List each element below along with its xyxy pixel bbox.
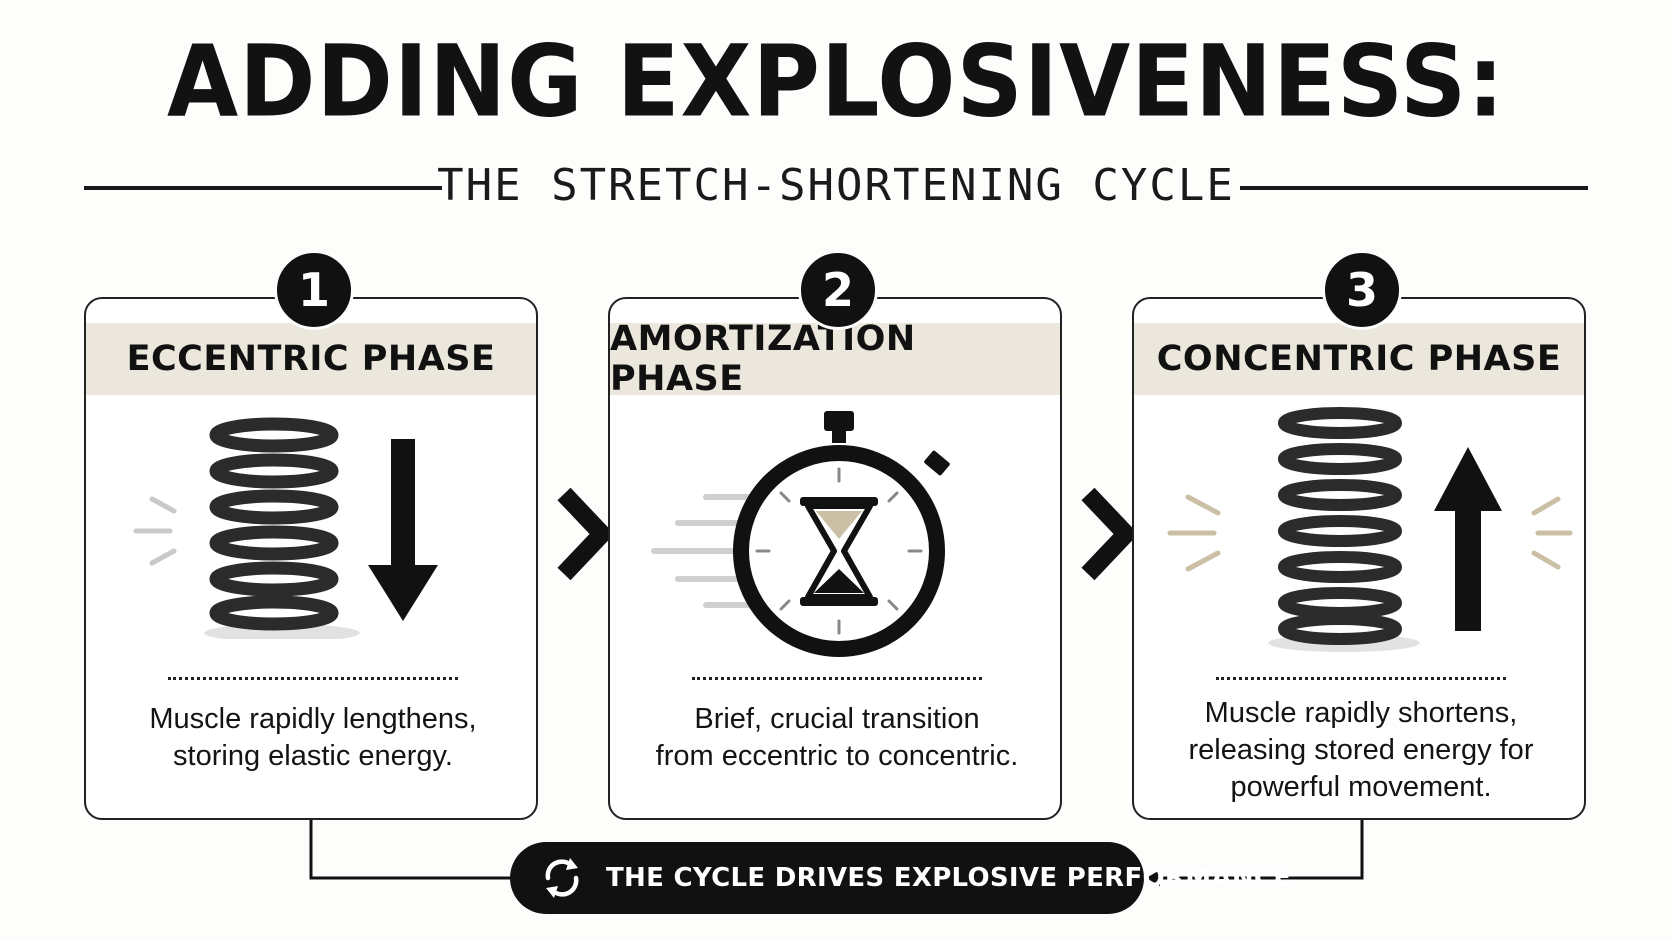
description-line: releasing stored energy for [1188, 734, 1534, 766]
cycle-summary-banner: THE CYCLE DRIVES EXPLOSIVE PERFORMANCE [510, 842, 1291, 914]
concentric-phase-card: CONCENTRIC PHASE Muscle rapidly [1132, 297, 1586, 820]
description-line: powerful movement. [1230, 771, 1492, 803]
eccentric-phase-card: ECCENTRIC PHASE Muscle rapidly lengthens… [84, 297, 538, 820]
description-line: Muscle rapidly shortens, [1204, 697, 1518, 729]
motion-lines-icon [133, 496, 177, 566]
releasing-spring-icon [1278, 407, 1402, 645]
concentric-phase-description: Muscle rapidly shortens, releasing store… [1154, 695, 1568, 806]
eccentric-phase-header: ECCENTRIC PHASE [86, 323, 536, 395]
subtitle-rule-left [84, 186, 442, 190]
amortization-phase-description: Brief, crucial transition from eccentric… [630, 701, 1044, 775]
phase-2-badge: 2 [798, 250, 878, 330]
concentric-phase-divider [1216, 677, 1506, 680]
phase-1-badge: 1 [274, 250, 354, 330]
chevron-right-icon [557, 487, 614, 581]
amortization-phase-title: AMORTIZATION PHASE [610, 319, 916, 399]
up-arrow-icon [1434, 447, 1502, 631]
page-subtitle: THE STRETCH-SHORTENING CYCLE [437, 160, 1235, 211]
compressing-spring-icon [209, 417, 339, 631]
subtitle-rule-right [1240, 186, 1588, 190]
stopwatch-hourglass-icon [733, 411, 950, 657]
amortization-phase-divider [692, 677, 982, 680]
cycle-arrows-icon [545, 858, 579, 898]
concentric-phase-header: CONCENTRIC PHASE [1134, 323, 1584, 395]
amortization-phase-illustration [651, 411, 950, 657]
concentric-phase-illustration [1167, 407, 1573, 652]
chevron-right-icon [1081, 487, 1138, 581]
phase-3-badge: 3 [1322, 250, 1402, 330]
down-arrow-icon [368, 439, 438, 621]
description-line: storing elastic energy. [173, 740, 453, 772]
description-line: Muscle rapidly lengthens, [149, 703, 477, 735]
page-title: ADDING EXPLOSIVENESS: [166, 23, 1506, 140]
eccentric-phase-illustration [133, 417, 438, 639]
concentric-phase-title: CONCENTRIC PHASE [1156, 339, 1562, 379]
energy-burst-right-icon [1531, 496, 1573, 570]
description-line: Brief, crucial transition [694, 703, 980, 735]
eccentric-phase-description: Muscle rapidly lengthens, storing elasti… [106, 701, 520, 775]
amortization-phase-card: AMORTIZATION PHASE [608, 297, 1062, 820]
eccentric-phase-divider [168, 677, 458, 680]
amortization-phase-header: AMORTIZATION PHASE [610, 319, 1060, 399]
description-line: from eccentric to concentric. [655, 740, 1019, 772]
eccentric-phase-title: ECCENTRIC PHASE [126, 339, 496, 379]
energy-burst-left-icon [1167, 494, 1221, 572]
cycle-summary-label: THE CYCLE DRIVES EXPLOSIVE PERFORMANCE [606, 863, 1292, 893]
